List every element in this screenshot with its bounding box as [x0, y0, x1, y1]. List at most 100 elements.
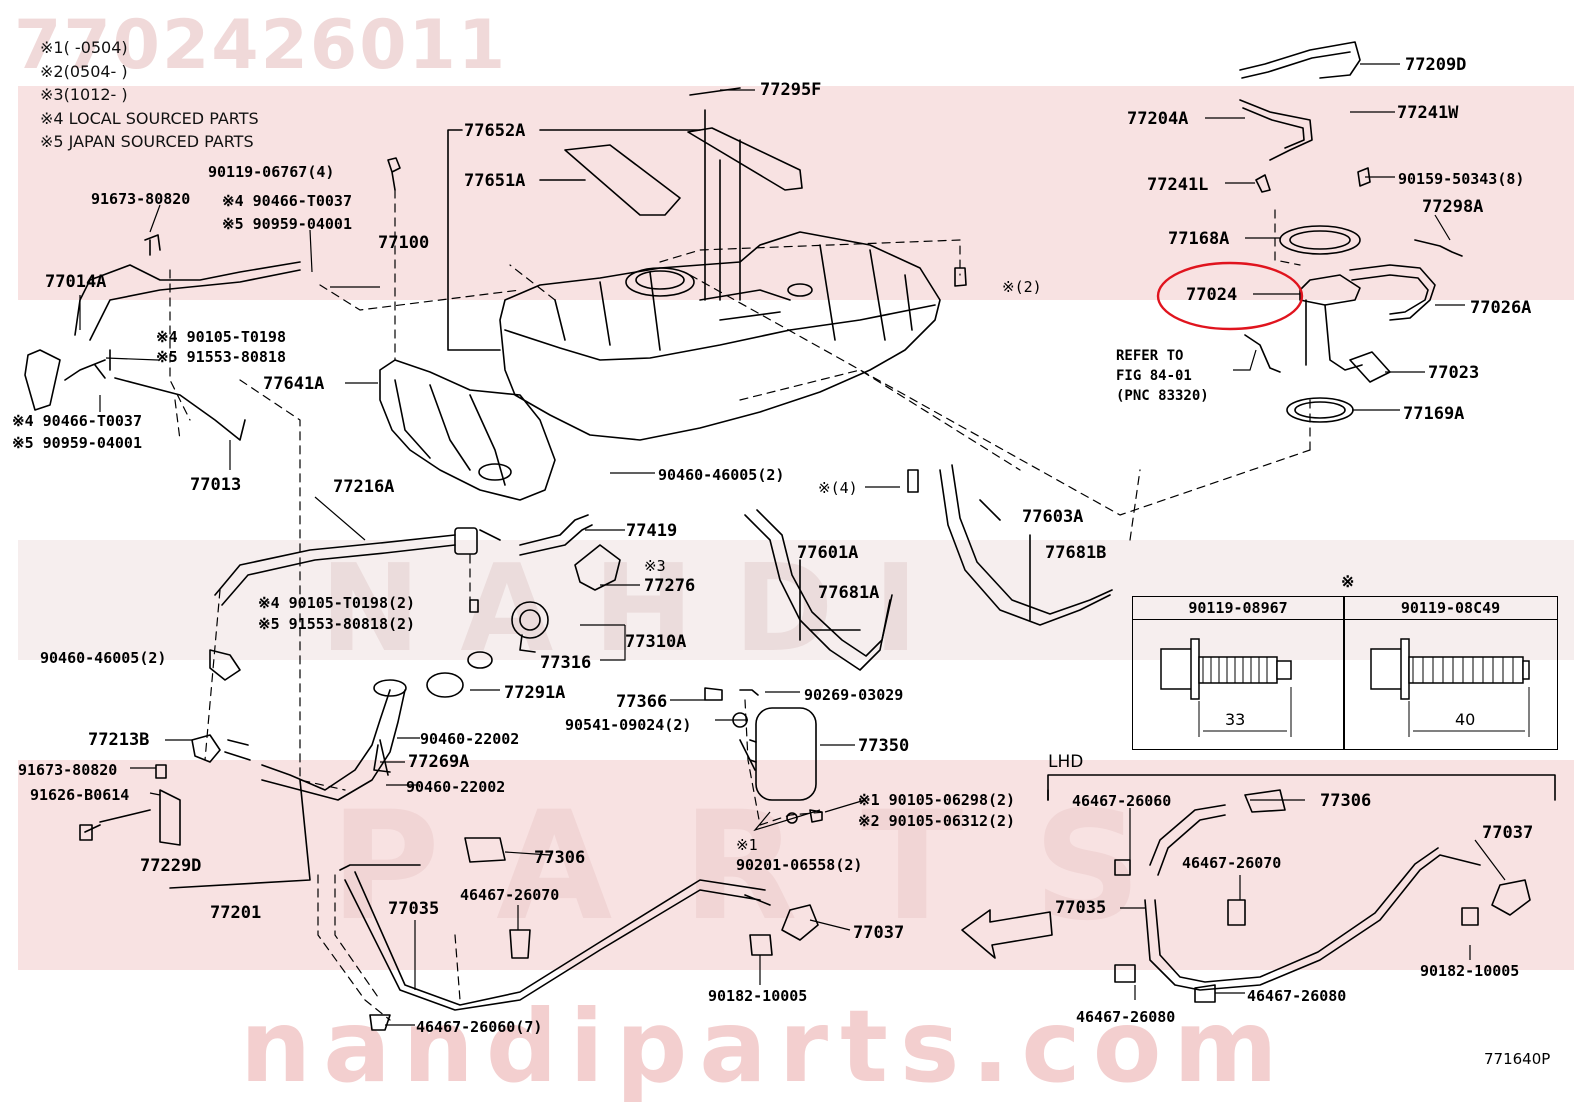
- label-46467-26060-bottom: 46467-26060(7): [416, 1018, 543, 1036]
- label-46467-26080-right: 46467-26080: [1247, 987, 1347, 1005]
- label-77241L: 77241L: [1147, 175, 1209, 195]
- footnotes: ※1( -0504) ※2(0504- ) ※3(1012- ) ※4 LOCA…: [40, 36, 259, 154]
- label-90460-46005-left: 90460-46005(2): [40, 649, 167, 667]
- watermark-band-bottom: [18, 760, 1574, 970]
- reference-note: REFER TO FIG 84-01 (PNC 83320): [1116, 346, 1209, 406]
- label-77366: 77366: [616, 692, 668, 712]
- label-77229D: 77229D: [140, 856, 202, 876]
- label-91553-80818-mid: ※5 91553-80818(2): [258, 615, 416, 633]
- label-77310A: 77310A: [625, 632, 687, 652]
- bolt-table: 90119-08967 90119-08C49: [1132, 596, 1558, 750]
- label-77035-lhd: 77035: [1055, 898, 1107, 918]
- label-77024: 77024: [1186, 285, 1238, 305]
- footnote-2: ※2(0504- ): [40, 61, 128, 81]
- label-77013: 77013: [190, 475, 242, 495]
- label-91673-80820-top: 91673-80820: [91, 190, 191, 208]
- watermark-site: nandiparts.com: [240, 988, 1290, 1105]
- label-77014A: 77014A: [45, 272, 107, 292]
- label-77204A: 77204A: [1127, 109, 1189, 129]
- label-90105-T0198-top: ※4 90105-T0198: [156, 328, 286, 346]
- label-90269-03029: 90269-03029: [804, 686, 904, 704]
- label-77276: 77276: [644, 576, 696, 596]
- label-90105-T0198-mid: ※4 90105-T0198(2): [258, 594, 416, 612]
- label-77316: 77316: [540, 653, 592, 673]
- bolt-table-marker: ※: [1341, 572, 1355, 591]
- label-77169A: 77169A: [1403, 404, 1465, 424]
- label-77269A: 77269A: [408, 752, 470, 772]
- reference-line-3: (PNC 83320): [1116, 388, 1209, 404]
- label-77295F: 77295F: [760, 80, 822, 100]
- label-77603A: 77603A: [1022, 507, 1084, 527]
- watermark-brand-parts: PARTS: [330, 780, 1212, 954]
- label-77037-lhd: 77037: [1482, 823, 1534, 843]
- watermark-band-middle: [18, 540, 1574, 660]
- label-77641A: 77641A: [263, 374, 325, 394]
- reference-line-1: REFER TO: [1116, 348, 1184, 364]
- highlight-ellipse: [1156, 261, 1304, 331]
- label-90201-06558: 90201-06558(2): [736, 856, 863, 874]
- label-77276-note: ※3: [644, 557, 666, 575]
- label-46467-26080-left: 46467-26080: [1076, 1008, 1176, 1026]
- bolt-dim-2: 40: [1455, 710, 1476, 729]
- label-77681A: 77681A: [818, 583, 880, 603]
- label-77241W: 77241W: [1397, 103, 1459, 123]
- label-77216A: 77216A: [333, 477, 395, 497]
- footnote-3: ※3(1012- ): [40, 85, 128, 104]
- label-90182-10005-lhd: 90182-10005: [1420, 962, 1520, 980]
- footnote-5: ※5 JAPAN SOURCED PARTS: [40, 132, 254, 151]
- label-90182-10005-bottom: 90182-10005: [708, 987, 808, 1005]
- label-77291A: 77291A: [504, 683, 566, 703]
- label-91626-B0614: 91626-B0614: [30, 786, 130, 804]
- figure-code: 771640P: [1484, 1050, 1551, 1068]
- watermark-band-top: [18, 86, 1574, 300]
- label-77306-bottom: 77306: [534, 848, 586, 868]
- label-note-2: ※(2): [1002, 278, 1042, 296]
- label-note-4: ※(4): [818, 479, 858, 497]
- label-46467-26060-lhd: 46467-26060: [1072, 792, 1172, 810]
- label-77100: 77100: [378, 233, 430, 253]
- label-91673-80820-left: 91673-80820: [18, 761, 118, 779]
- label-77168A: 77168A: [1168, 229, 1230, 249]
- label-77298A: 77298A: [1422, 197, 1484, 217]
- label-77681B: 77681B: [1045, 543, 1107, 563]
- label-77651A: 77651A: [464, 171, 526, 191]
- label-77023: 77023: [1428, 363, 1480, 383]
- bolt-dim-1: 33: [1225, 710, 1246, 729]
- label-77037-bottom: 77037: [853, 923, 905, 943]
- watermark-part-number: 7702426011: [14, 6, 508, 85]
- label-90460-46005-top: 90460-46005(2): [658, 466, 785, 484]
- bolt-drawings: [1160, 638, 1530, 737]
- label-90959-04001-left: ※5 90959-04001: [12, 434, 142, 452]
- label-90460-22002-b: 90460-22002: [406, 778, 506, 796]
- label-77201: 77201: [210, 903, 262, 923]
- label-90959-04001-top: ※5 90959-04001: [222, 215, 352, 233]
- label-77026A: 77026A: [1470, 298, 1532, 318]
- label-46467-26070-lhd: 46467-26070: [1182, 854, 1282, 872]
- label-77419: 77419: [626, 521, 678, 541]
- reference-line-2: FIG 84-01: [1116, 368, 1192, 384]
- footnote-1: ※1( -0504): [40, 38, 128, 57]
- bolt-table-col-1: 90119-08967: [1133, 597, 1343, 620]
- label-90466-T0037-left: ※4 90466-T0037: [12, 412, 142, 430]
- label-77652A: 77652A: [464, 121, 526, 141]
- label-90460-22002-a: 90460-22002: [420, 730, 520, 748]
- label-90119-06767: 90119-06767(4): [208, 163, 335, 181]
- label-77213B: 77213B: [88, 730, 150, 750]
- footnote-4: ※4 LOCAL SOURCED PARTS: [40, 108, 259, 128]
- label-90201-note: ※1: [736, 836, 758, 854]
- label-46467-26070-bottom: 46467-26070: [460, 886, 560, 904]
- label-90159-50343: 90159-50343(8): [1398, 170, 1525, 188]
- label-90541-09024: 90541-09024(2): [565, 716, 692, 734]
- label-91553-80818-top: ※5 91553-80818: [156, 348, 286, 366]
- label-77601A: 77601A: [797, 543, 859, 563]
- label-90105-06312: ※2 90105-06312(2): [858, 812, 1016, 830]
- bolt-table-col-2: 90119-08C49: [1344, 597, 1557, 620]
- label-77306-lhd: 77306: [1320, 791, 1372, 811]
- lhd-label: LHD: [1048, 752, 1084, 772]
- label-77209D: 77209D: [1405, 55, 1467, 75]
- label-77035-bottom: 77035: [388, 899, 440, 919]
- label-90466-T0037-top: ※4 90466-T0037: [222, 192, 352, 210]
- label-77350: 77350: [858, 736, 910, 756]
